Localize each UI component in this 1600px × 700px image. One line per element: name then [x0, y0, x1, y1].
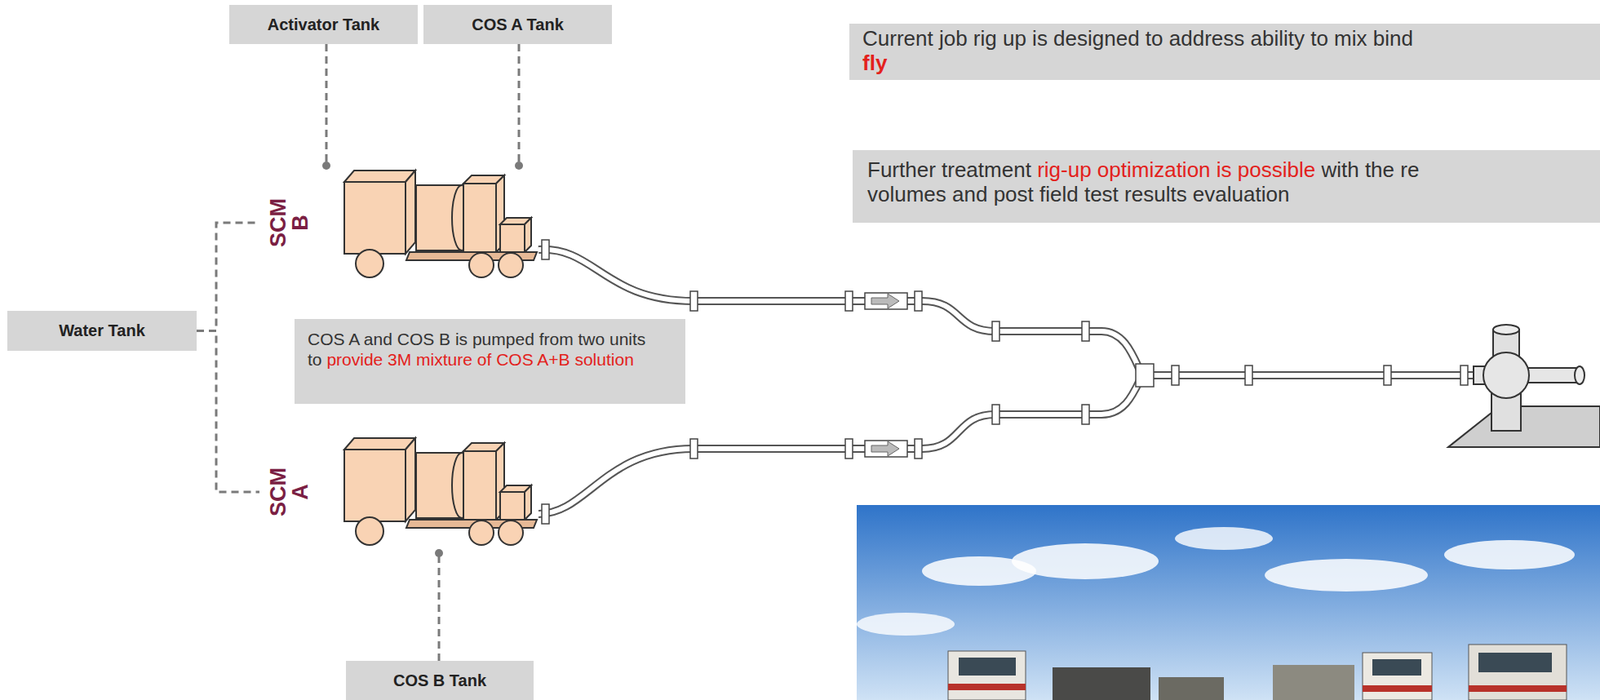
- pump-truck: SCM A: [259, 430, 546, 554]
- wellhead: [1448, 324, 1600, 448]
- wellhead-arm-end: [1574, 366, 1585, 385]
- flange: [914, 291, 922, 311]
- feed-line: [325, 44, 328, 166]
- truck-part: [500, 491, 525, 520]
- truck-cab: [948, 651, 1026, 700]
- label-holder: SCM A: [262, 465, 317, 519]
- cloud: [1011, 543, 1159, 580]
- feed-line: [438, 553, 441, 661]
- note-box: Current job rig up is designed to addres…: [849, 23, 1600, 80]
- flange: [992, 321, 1000, 342]
- truck-part: [463, 451, 497, 520]
- truck-symbol: [341, 433, 541, 548]
- cab-stripe: [1362, 685, 1432, 692]
- callout-box: COS A and COS B is pumped from two units…: [294, 319, 686, 404]
- truck-part: [344, 438, 416, 450]
- flange: [845, 291, 853, 311]
- truck-part: [469, 252, 494, 278]
- truck-part: [344, 181, 406, 254]
- cloud: [1444, 540, 1575, 570]
- truck-part: [469, 520, 494, 546]
- pipe: [1142, 371, 1481, 380]
- tank-box: COS B Tank: [345, 660, 534, 700]
- flange: [845, 438, 853, 459]
- truck-part: [344, 170, 416, 182]
- cab-stripe: [1468, 685, 1567, 692]
- flange: [1245, 365, 1253, 386]
- tank-name: Activator Tank: [267, 15, 380, 35]
- flange: [1383, 365, 1392, 386]
- truck-part: [355, 249, 384, 278]
- flange: [1171, 365, 1179, 386]
- note-text: volumes and post field test results eval…: [867, 182, 1586, 208]
- label-holder: SCM B: [262, 195, 317, 250]
- truck-part: [498, 520, 523, 546]
- truck-part: [405, 438, 416, 522]
- tank-box: COS A Tank: [423, 4, 612, 45]
- flange: [541, 239, 550, 260]
- flange: [541, 504, 550, 524]
- flange: [992, 404, 1000, 425]
- cab-window: [1478, 652, 1552, 673]
- unit-label: SCM A: [267, 465, 312, 519]
- flange: [1460, 365, 1468, 386]
- equipment: [1158, 677, 1224, 700]
- truck-part: [355, 517, 384, 546]
- check-valve: [864, 292, 908, 310]
- note-text: provide 3M mixture of COS A+B solution: [326, 350, 634, 369]
- cloud: [1264, 558, 1428, 592]
- pipe: [1142, 372, 1481, 378]
- feed-line: [518, 44, 521, 166]
- cab-window: [1372, 659, 1422, 676]
- note-text: Further treatment: [867, 157, 1032, 182]
- feed-line: [196, 331, 260, 493]
- truck-cab: [1468, 644, 1567, 700]
- truck-part: [500, 224, 525, 253]
- cloud: [856, 612, 955, 636]
- y-junction: [1135, 363, 1154, 387]
- flange: [690, 291, 698, 311]
- tank-name: COS B Tank: [393, 671, 487, 691]
- equipment: [1272, 664, 1355, 700]
- site-photo: [856, 505, 1600, 700]
- note-text: with the re: [1320, 157, 1419, 182]
- note-box: Further treatmentrig-up optimization is …: [852, 150, 1600, 223]
- wellhead-cap: [1493, 324, 1520, 335]
- flange: [914, 438, 922, 459]
- equipment: [1052, 667, 1151, 700]
- truck-part: [344, 449, 406, 522]
- truck-symbol: [341, 165, 541, 280]
- tank-name: COS A Tank: [471, 15, 564, 35]
- flange: [690, 438, 698, 459]
- flow-arrow: [871, 293, 900, 309]
- cab-window: [958, 657, 1016, 676]
- note-text: fly: [862, 51, 1587, 76]
- pump-truck: SCM B: [259, 165, 546, 280]
- check-valve: [864, 440, 908, 457]
- cab-stripe: [948, 683, 1026, 691]
- unit-label: SCM B: [267, 195, 312, 250]
- wellhead-base: [1448, 406, 1600, 448]
- note-text: Current job rig up is designed to addres…: [862, 26, 1587, 52]
- tank-box: Activator Tank: [229, 4, 418, 45]
- wellhead-cross: [1483, 352, 1530, 399]
- cloud: [1174, 527, 1273, 550]
- flange: [1081, 321, 1090, 342]
- truck-part: [524, 485, 532, 520]
- note-text: rig-up optimization is possible: [1037, 157, 1316, 182]
- tank-name: Water Tank: [58, 321, 146, 341]
- truck-part: [463, 183, 497, 253]
- flange: [1081, 404, 1090, 425]
- truck-part: [524, 217, 532, 253]
- flow-arrow: [871, 441, 900, 457]
- tank-box: Water Tank: [7, 310, 197, 351]
- truck-part: [498, 252, 523, 278]
- feed-line: [196, 222, 260, 332]
- truck-cab: [1362, 652, 1432, 700]
- truck-part: [405, 170, 416, 254]
- photo-sky: [856, 505, 1600, 700]
